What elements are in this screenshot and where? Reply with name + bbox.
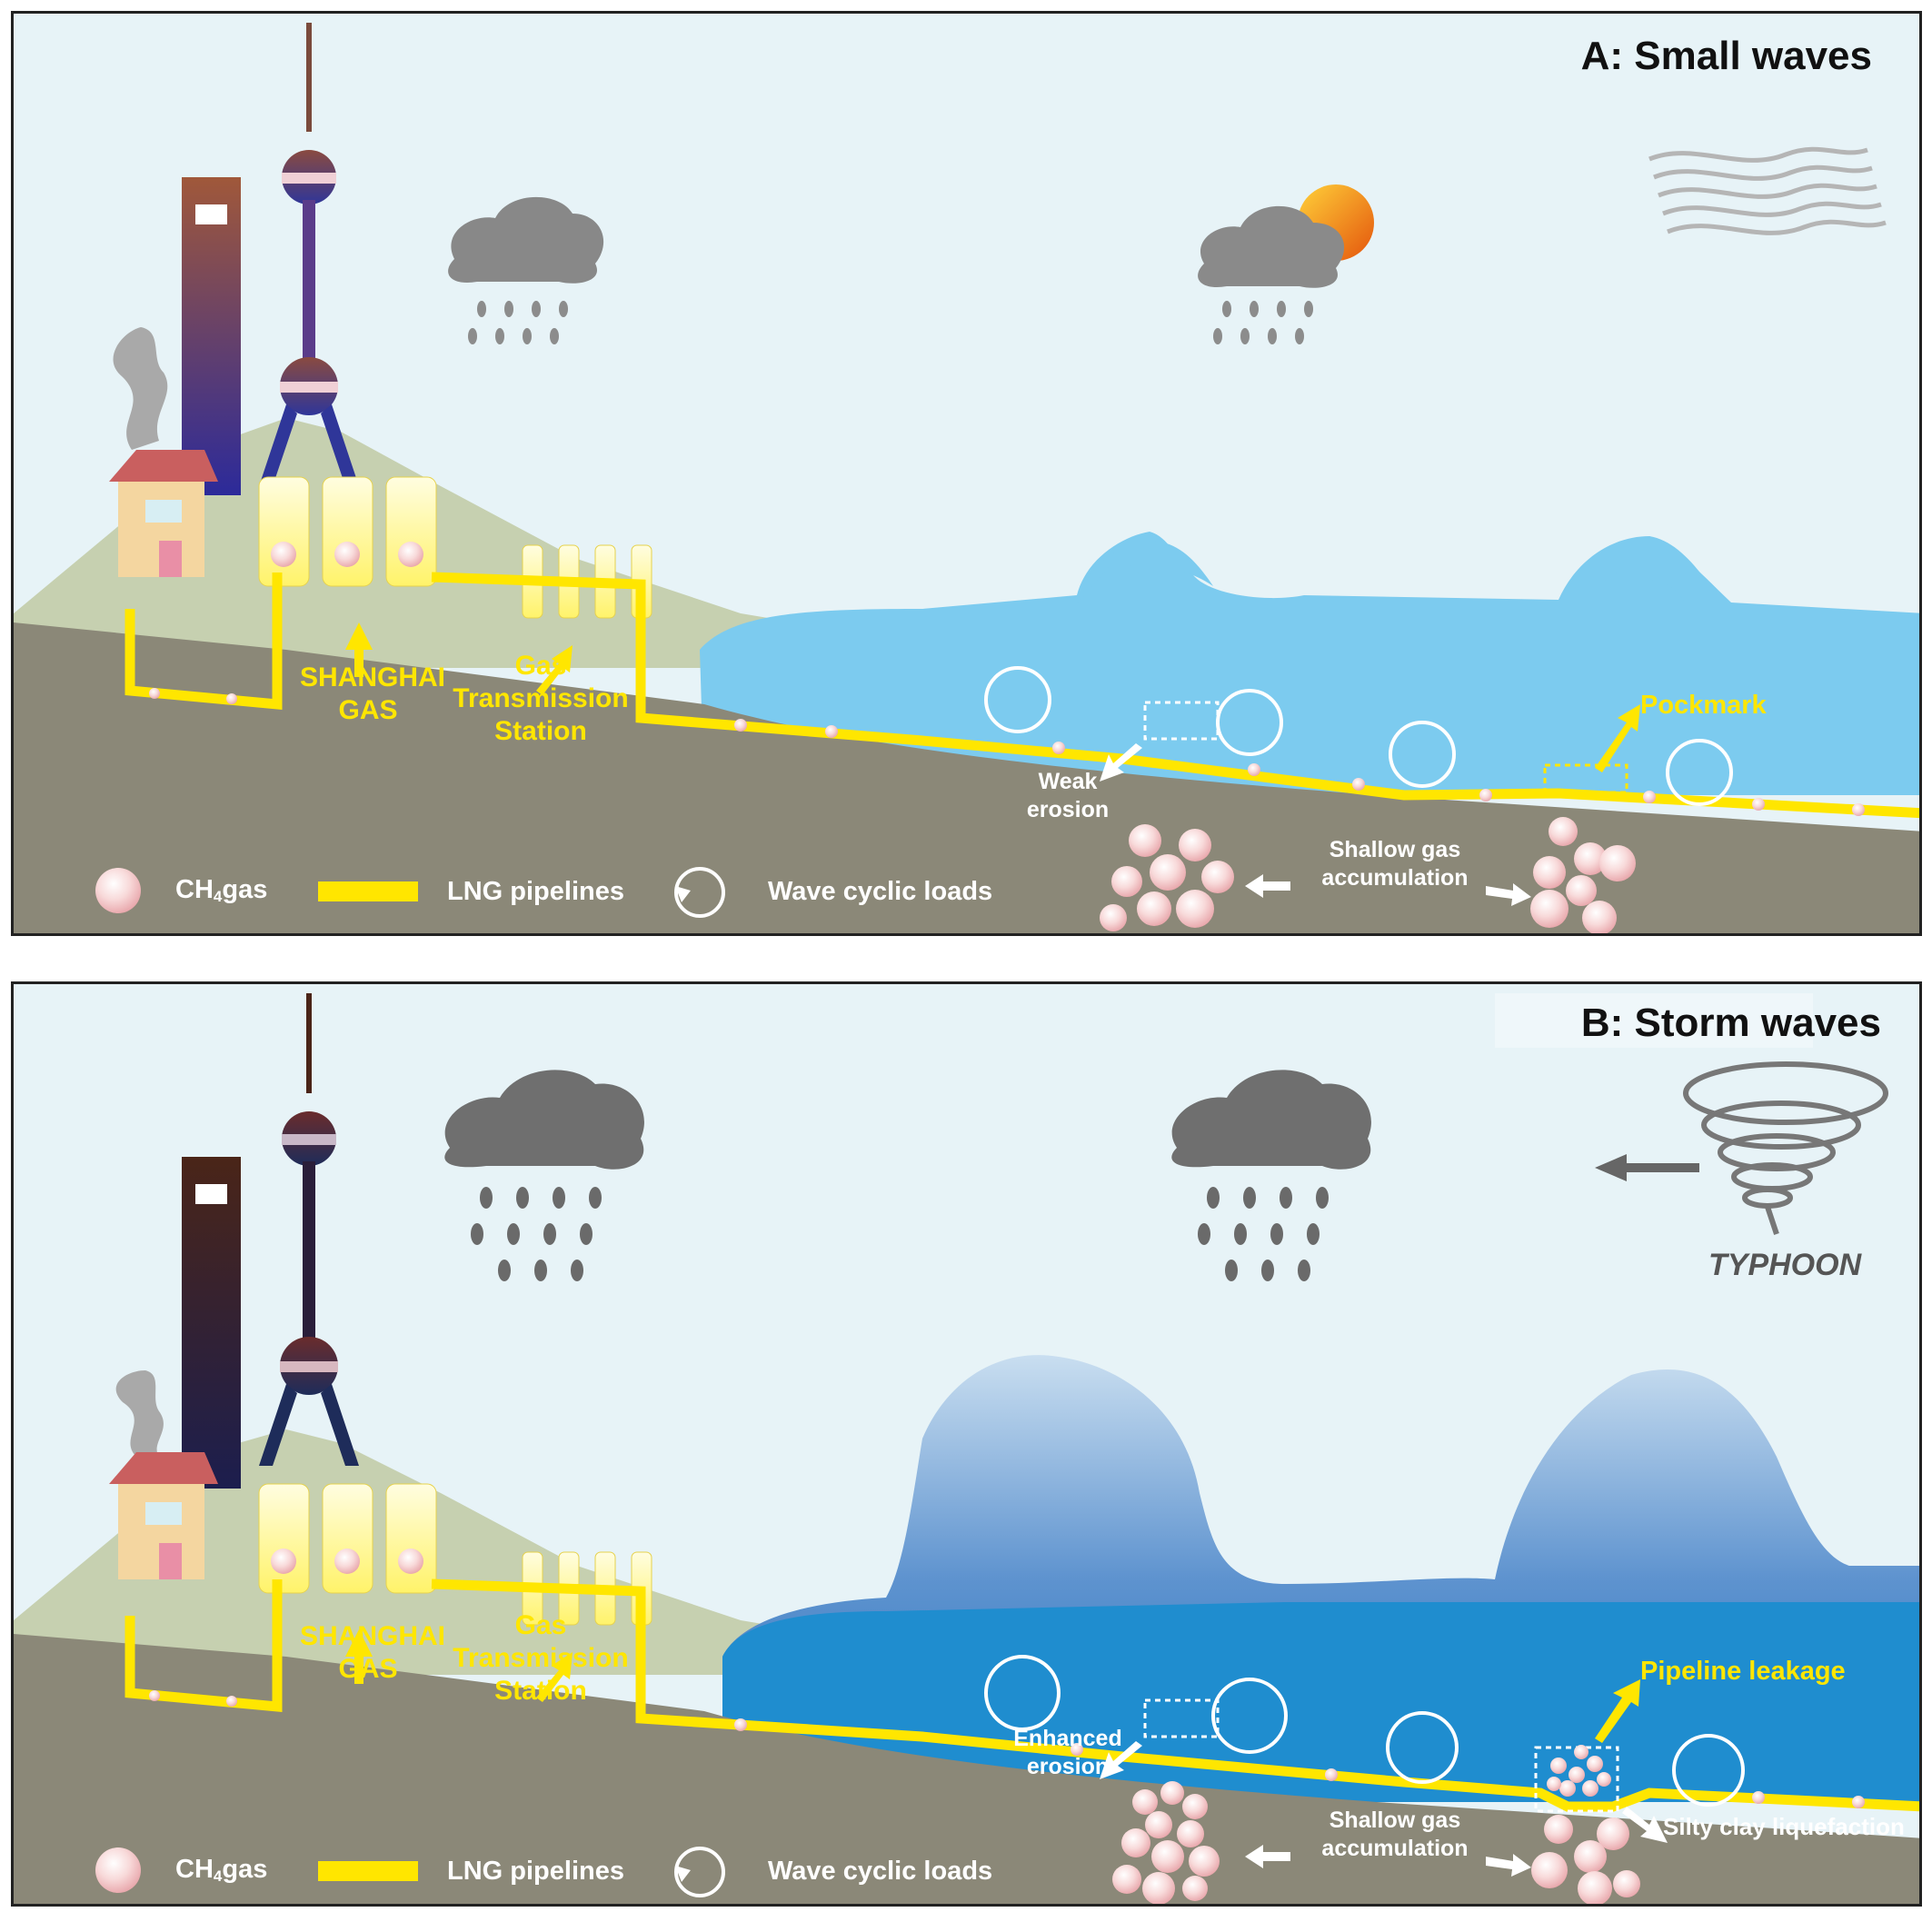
legend-cyclic-label: Wave cyclic loads — [768, 1857, 993, 1886]
legend-pipelines-label: LNG pipelines — [447, 877, 624, 906]
legend-gas-prefix: CH — [175, 1855, 214, 1884]
building-icon — [182, 177, 241, 495]
rain-cloud-icon — [448, 196, 604, 344]
wave-icon — [1559, 536, 1722, 604]
seabed — [14, 1634, 1919, 1904]
company-label-line2: GAS — [338, 1654, 398, 1684]
arrow-icon — [1100, 743, 1142, 782]
smoke-icon — [115, 1370, 164, 1457]
pockmark-box — [1543, 763, 1628, 794]
erosion-label-line1: Enhanced — [1013, 1726, 1122, 1751]
panel-storm-waves: B: Storm waves TYPHOON SHANGHAI GAS Gas … — [11, 981, 1922, 1907]
typhoon-label: TYPHOON — [1708, 1248, 1862, 1282]
station-label-line2: Transmission — [453, 683, 629, 713]
cyclic-load-icon — [674, 1847, 725, 1897]
shallow-gas-label-line1: Shallow gas — [1329, 837, 1461, 862]
company-label-line2: GAS — [338, 695, 398, 725]
company-label: SHANGHAI GAS — [300, 662, 446, 727]
company-label-line1: SHANGHAI — [300, 662, 446, 692]
station-label-line3: Station — [494, 1676, 587, 1706]
arrow-icon — [345, 1629, 1640, 1743]
shallow-gas-label-line1: Shallow gas — [1329, 1807, 1461, 1833]
tower-icon — [259, 23, 359, 486]
panel-title: B: Storm waves — [1580, 1001, 1881, 1045]
wave-icon — [1077, 541, 1213, 604]
rain-cloud-icon — [1198, 205, 1345, 344]
station-label-line2: Transmission — [453, 1643, 629, 1673]
gas-bubble-icon — [1100, 817, 1636, 933]
legend-gas-label: CH4gas — [175, 1855, 267, 1886]
shallow-gas-label-line2: accumulation — [1321, 865, 1469, 891]
arrow-icon — [1100, 1741, 1668, 1877]
liquefaction-label: Silty clay liquefaction — [1663, 1813, 1905, 1840]
tower-icon — [259, 993, 359, 1466]
legend-cyclic-label: Wave cyclic loads — [768, 877, 993, 906]
legend-gas-subscript: 4 — [213, 1867, 223, 1885]
gas-bubble-icon — [1547, 1745, 1611, 1797]
lng-pipeline — [124, 572, 1919, 819]
erosion-box — [1143, 701, 1220, 741]
gas-bubble-icon — [95, 1847, 141, 1893]
house-icon — [109, 450, 218, 577]
gas-bubble-icon — [95, 868, 141, 913]
arrow-icon — [345, 622, 1640, 772]
hill — [14, 1429, 904, 1675]
legend-gas-subscript: 4 — [213, 888, 223, 905]
station-label: Gas Transmission Station — [450, 650, 632, 748]
storage-tank-icon — [258, 476, 437, 587]
erosion-label: Weak erosion — [1013, 768, 1122, 824]
house-icon — [109, 1452, 218, 1579]
building-icon — [182, 1157, 241, 1489]
company-label: SHANGHAI GAS — [300, 1620, 446, 1686]
panel-b-illustration — [14, 993, 1919, 1904]
typhoon-icon — [1683, 1061, 1888, 1235]
wind-icon — [1648, 146, 1887, 235]
panel-title: A: Small waves — [1580, 34, 1872, 78]
legend-gas-suffix: gas — [222, 1855, 268, 1884]
legend-pipelines-label: LNG pipelines — [447, 1857, 624, 1886]
pipeline-legend-icon — [318, 1861, 418, 1881]
erosion-label-line2: erosion — [1026, 797, 1110, 822]
gas-bubble-icon — [1112, 1781, 1640, 1904]
erosion-label: Enhanced erosion — [1000, 1725, 1136, 1781]
panel-a-illustration — [14, 23, 1919, 933]
shallow-gas-label: Shallow gas accumulation — [1304, 1807, 1486, 1863]
storage-tank-icon — [258, 1483, 437, 1594]
company-label-line1: SHANGHAI — [300, 1621, 446, 1651]
erosion-label-line2: erosion — [1026, 1754, 1110, 1779]
shallow-gas-label-line2: accumulation — [1321, 1836, 1469, 1861]
rain-cloud-icon — [444, 1070, 644, 1281]
legend-gas-label: CH4gas — [175, 875, 267, 906]
station-label-line1: Gas — [514, 1610, 567, 1640]
pipeline-leakage-label: Pipeline leakage — [1640, 1657, 1846, 1686]
erosion-box — [1143, 1698, 1220, 1738]
cyclic-load-icon — [984, 1655, 1745, 1807]
panel-small-waves: A: Small waves SHANGHAI GAS Gas Transmis… — [11, 11, 1922, 936]
legend-gas-prefix: CH — [175, 875, 214, 904]
cyclic-load-icon — [674, 867, 725, 918]
gas-bubble-icon — [149, 1690, 1865, 1808]
gas-bubble-icon — [149, 688, 1865, 816]
arrow-icon — [1245, 874, 1531, 906]
pockmark-label: Pockmark — [1640, 691, 1767, 720]
station-label: Gas Transmission Station — [450, 1609, 632, 1708]
arrow-icon — [1595, 1154, 1699, 1181]
pipeline-legend-icon — [318, 881, 418, 901]
shallow-gas-label: Shallow gas accumulation — [1304, 836, 1486, 892]
erosion-label-line1: Weak — [1038, 769, 1098, 794]
rain-cloud-icon — [1171, 1070, 1371, 1281]
legend-gas-suffix: gas — [222, 875, 268, 904]
lng-pipeline — [124, 1578, 1919, 1812]
smoke-icon — [113, 327, 168, 450]
seabed — [14, 622, 1919, 933]
station-label-line1: Gas — [514, 651, 567, 681]
station-label-line3: Station — [494, 716, 587, 746]
